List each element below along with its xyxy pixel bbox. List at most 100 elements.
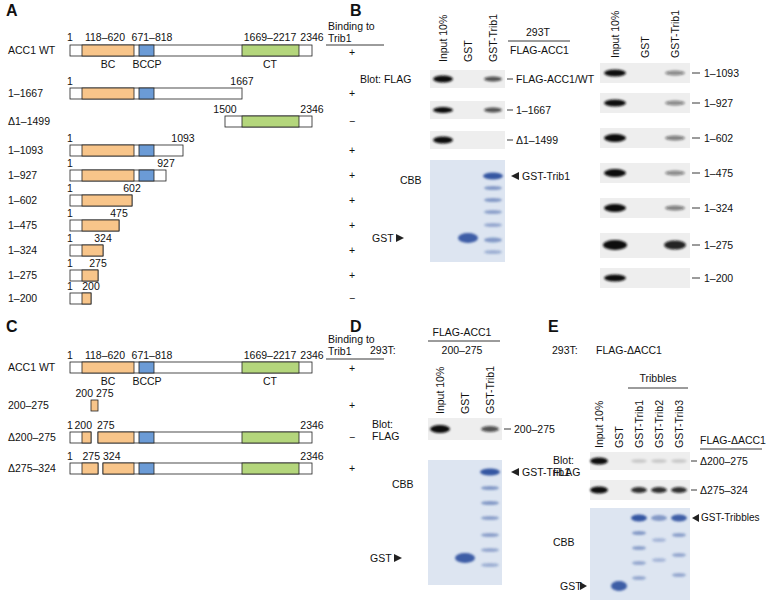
label: 293T bbox=[526, 26, 550, 38]
label: ACC1 WT bbox=[8, 44, 55, 56]
label: 200 bbox=[74, 419, 92, 431]
label: 1–200 bbox=[704, 272, 733, 284]
label: FLAG-ΔACC1 bbox=[596, 344, 662, 356]
label: Δ200–275 bbox=[700, 455, 748, 467]
label: 1–602 bbox=[704, 132, 733, 144]
label: 118–620 bbox=[85, 349, 125, 361]
label: 1500 bbox=[213, 103, 236, 115]
label: + bbox=[349, 87, 355, 99]
label: − bbox=[349, 292, 355, 304]
label: GST bbox=[370, 552, 392, 564]
label: CBB bbox=[392, 478, 414, 490]
label: 2346 bbox=[300, 349, 323, 361]
label: 602 bbox=[123, 182, 141, 194]
lane-header: GST bbox=[462, 40, 474, 62]
label: 1669–2217 bbox=[244, 349, 297, 361]
label: 475 bbox=[110, 207, 128, 219]
label: 200 bbox=[82, 280, 100, 292]
label: 2346 bbox=[300, 450, 323, 462]
label: 1 bbox=[67, 257, 73, 269]
label: CBB bbox=[553, 536, 575, 548]
panel-letter: D bbox=[350, 318, 362, 336]
label: 1669–2217 bbox=[244, 31, 297, 43]
label: 1–1093 bbox=[704, 67, 739, 79]
lane-header: GST-Trib2 bbox=[653, 400, 665, 448]
label: 1–324 bbox=[8, 244, 37, 256]
lane-header: Input 10% bbox=[593, 401, 605, 448]
label: + bbox=[349, 462, 355, 474]
label: 1 bbox=[67, 450, 73, 462]
label: 1 bbox=[67, 31, 73, 43]
label: 1 bbox=[67, 232, 73, 244]
label: + bbox=[349, 169, 355, 181]
label: 324 bbox=[94, 232, 112, 244]
label: 2346 bbox=[300, 31, 323, 43]
label: 275 bbox=[82, 450, 100, 462]
label: 1667 bbox=[230, 75, 253, 87]
label: 1 bbox=[67, 182, 73, 194]
panel-letter: A bbox=[6, 2, 18, 20]
label: 1–1093 bbox=[8, 144, 43, 156]
label: GST bbox=[560, 580, 582, 592]
label: + bbox=[349, 269, 355, 281]
label: 1–602 bbox=[8, 194, 37, 206]
label: GST bbox=[372, 232, 394, 244]
panel-letter: E bbox=[548, 318, 559, 336]
label: 200–275 bbox=[8, 399, 49, 411]
domain-bars bbox=[70, 45, 312, 474]
label: GST-Trib1 bbox=[522, 170, 570, 182]
label: 1–475 bbox=[8, 219, 37, 231]
label: + bbox=[349, 219, 355, 231]
label: Δ1–1499 bbox=[8, 115, 50, 127]
label: + bbox=[349, 144, 355, 156]
label: 1 bbox=[67, 280, 73, 292]
label: CBB bbox=[400, 174, 422, 186]
label: 200 bbox=[75, 387, 93, 399]
label: FLAG-ACC1 bbox=[433, 326, 492, 338]
lane-header: GST bbox=[613, 426, 625, 448]
label: 1 bbox=[67, 157, 73, 169]
label: Δ275–324 bbox=[700, 484, 748, 496]
lane-header: GST bbox=[459, 392, 471, 414]
label: 2346 bbox=[300, 103, 323, 115]
label: 1–275 bbox=[704, 239, 733, 251]
lane-header: GST bbox=[639, 36, 651, 58]
label: 671–818 bbox=[132, 31, 173, 43]
label: BC bbox=[101, 375, 116, 387]
label: CT bbox=[263, 375, 277, 387]
label: 1–927 bbox=[704, 97, 733, 109]
label: CT bbox=[263, 58, 277, 70]
label: 1–275 bbox=[8, 269, 37, 281]
label: 200–275 bbox=[442, 344, 483, 356]
lane-header: GST-Trib1 bbox=[669, 10, 681, 58]
label: FLAG-ACC1/WT bbox=[516, 73, 594, 85]
label: 1 bbox=[67, 207, 73, 219]
label: FLAG-ACC1 bbox=[510, 44, 569, 56]
label: 1 bbox=[67, 75, 73, 87]
lane-header: GST-Trib1 bbox=[633, 400, 645, 448]
label: BCCP bbox=[132, 375, 161, 387]
rules bbox=[326, 41, 762, 490]
label: Tribbles bbox=[640, 372, 677, 384]
label: Δ200–275 bbox=[8, 431, 56, 443]
column-header: Binding to Trib1 bbox=[328, 20, 390, 44]
label: Δ1–1499 bbox=[516, 134, 558, 146]
label: 118–620 bbox=[85, 31, 125, 43]
label: Blot: FLAG bbox=[360, 73, 411, 85]
label: 1–324 bbox=[704, 202, 733, 214]
panel-letter: B bbox=[350, 2, 362, 20]
label: 324 bbox=[103, 450, 121, 462]
blot-label: Blot: FLAG bbox=[372, 418, 406, 442]
label: 1093 bbox=[171, 132, 194, 144]
label: 927 bbox=[157, 157, 175, 169]
label: 200–275 bbox=[514, 423, 555, 435]
label: 1–1667 bbox=[516, 104, 551, 116]
label: Δ275–324 bbox=[8, 462, 56, 474]
label: 275 bbox=[97, 419, 115, 431]
label: 275 bbox=[89, 257, 107, 269]
label: + bbox=[349, 399, 355, 411]
label: + bbox=[349, 362, 355, 374]
label: 1 bbox=[67, 132, 73, 144]
